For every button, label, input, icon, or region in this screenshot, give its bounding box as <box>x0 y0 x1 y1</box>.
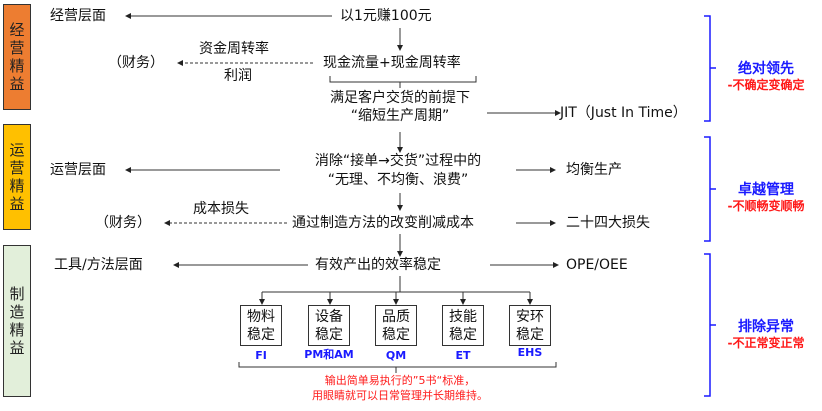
safety-env-stability-box: 安环 稳定 <box>509 305 551 346</box>
code-fi: FI <box>255 349 267 362</box>
code-et: ET <box>455 349 471 362</box>
finance-label-2: （财务） <box>95 215 151 231</box>
losses-label: 二十四大损失 <box>566 215 650 231</box>
band-char: 制 <box>9 285 25 303</box>
band-char: 益 <box>9 195 25 213</box>
band-operations-lean: 运 营 精 益 <box>3 124 31 230</box>
box-line: 稳定 <box>315 327 343 343</box>
box-line: 品质 <box>382 309 410 325</box>
band-manufacturing-lean: 制 造 精 益 <box>3 245 31 397</box>
goal-subtitle: -不正常变正常 <box>727 336 805 350</box>
standard-note-line-1: 输出简单易执行的”5书“标准， <box>324 374 476 387</box>
jit-label: JIT（Just In Time） <box>560 105 687 121</box>
band-char: 精 <box>9 57 25 75</box>
goal-bracket-2 <box>704 136 716 242</box>
cost-loss-label: 成本损失 <box>193 201 249 217</box>
profit-label: 利润 <box>224 68 252 84</box>
eliminate-line-2: “无理、不均衡、浪费” <box>327 172 469 188</box>
efficiency-text: 有效产出的效率稳定 <box>315 257 441 273</box>
box-line: 技能 <box>449 309 477 325</box>
box-line: 设备 <box>315 309 343 325</box>
band-char: 精 <box>9 321 25 339</box>
band-char: 益 <box>9 339 25 357</box>
band-management-lean: 经 营 精 益 <box>3 4 31 110</box>
goal-subtitle: -不顺畅变顺畅 <box>727 199 805 213</box>
goal-title: 排除异常 <box>738 319 794 335</box>
balanced-production-label: 均衡生产 <box>566 162 622 178</box>
operations-level-label: 运营层面 <box>50 162 106 178</box>
goal-absolute-lead: 绝对领先 -不确定变确定 <box>711 60 821 93</box>
equipment-stability-box: 设备 稳定 <box>308 305 350 346</box>
condition-line-1: 满足客户交货的前提下 <box>330 90 470 106</box>
goal-excellent-management: 卓越管理 -不顺畅变顺畅 <box>711 181 821 214</box>
goal-subtitle: -不确定变确定 <box>727 78 805 92</box>
code-pm-am: PM和AM <box>304 348 354 361</box>
code-qm: QM <box>385 349 407 362</box>
goal-bracket-1 <box>704 15 716 122</box>
brace-boxes <box>238 362 557 373</box>
box-line: 安环 <box>516 309 544 325</box>
finance-label-1: （财务） <box>108 55 164 71</box>
band-char: 经 <box>9 21 25 39</box>
top-goal-text: 以1元赚100元 <box>340 8 432 24</box>
condition-line-2: “缩短生产周期” <box>350 108 450 124</box>
band-char: 益 <box>9 75 25 93</box>
goal-title: 卓越管理 <box>738 182 794 198</box>
tools-level-label: 工具/方法层面 <box>54 257 143 273</box>
goal-eliminate-anomalies: 排除异常 -不正常变正常 <box>711 318 821 351</box>
band-char: 运 <box>9 141 25 159</box>
standard-note-line-2: 用眼睛就可以日常管理并长期维持。 <box>312 389 488 402</box>
box-line: 物料 <box>247 309 275 325</box>
quality-stability-box: 品质 稳定 <box>375 305 417 346</box>
box-line: 稳定 <box>516 327 544 343</box>
eliminate-line-1: 消除“接单→交货”过程中的 <box>314 153 482 169</box>
management-level-label: 经营层面 <box>50 8 106 24</box>
ope-oee-label: OPE/OEE <box>566 257 628 273</box>
band-char: 造 <box>9 303 25 321</box>
goal-title: 绝对领先 <box>738 61 794 77</box>
band-char: 精 <box>9 177 25 195</box>
box-line: 稳定 <box>382 327 410 343</box>
box-line: 稳定 <box>449 327 477 343</box>
material-stability-box: 物料 稳定 <box>240 305 282 346</box>
band-char: 营 <box>9 39 25 57</box>
band-char: 营 <box>9 159 25 177</box>
code-ehs: EHS <box>517 346 543 359</box>
cash-metrics-text: 现金流量+现金周转率 <box>323 55 461 71</box>
reduce-cost-text: 通过制造方法的改变削减成本 <box>292 215 474 231</box>
capital-turnover-label: 资金周转率 <box>199 41 269 57</box>
box-line: 稳定 <box>247 327 275 343</box>
brace-metrics <box>329 76 477 88</box>
skill-stability-box: 技能 稳定 <box>442 305 484 346</box>
goal-bracket-3 <box>704 253 716 397</box>
